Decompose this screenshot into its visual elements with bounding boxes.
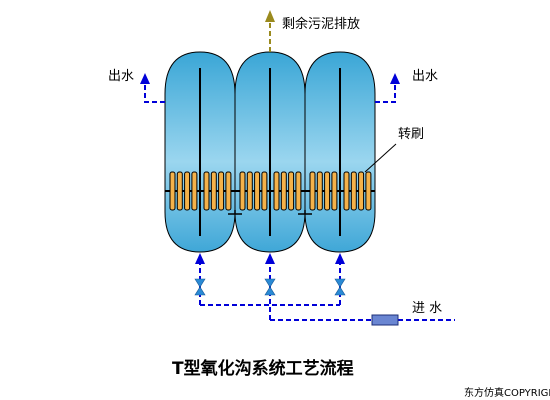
brush-bar bbox=[169, 171, 176, 211]
brush-bar bbox=[273, 171, 280, 211]
weir-right bbox=[298, 210, 312, 215]
brush-bar bbox=[295, 171, 302, 211]
brush-bar bbox=[254, 171, 261, 211]
brush-bar bbox=[331, 171, 338, 211]
arrow-up-icon bbox=[335, 253, 345, 264]
brush-bar bbox=[309, 171, 316, 211]
brush-bar bbox=[324, 171, 331, 211]
diagram-title: T型氧化沟系统工艺流程 bbox=[172, 358, 354, 379]
brush-bar bbox=[239, 171, 246, 211]
copyright-credit: 东方仿真COPYRIGHT bbox=[464, 386, 550, 399]
outlet-left-label: 出水 bbox=[108, 69, 134, 84]
brush-leader-line bbox=[364, 143, 397, 173]
outlet-left-pipe bbox=[140, 73, 165, 103]
brush-bar bbox=[350, 171, 357, 211]
sludge-discharge-label: 剩余污泥排放 bbox=[282, 16, 360, 32]
brush-aerators bbox=[165, 171, 375, 211]
brush-bar bbox=[184, 171, 191, 211]
brush-bar bbox=[316, 171, 323, 211]
weir-left bbox=[228, 210, 242, 215]
brush-bar bbox=[343, 171, 350, 211]
bowtie-valve-icon[interactable] bbox=[194, 278, 206, 296]
arrow-up-icon bbox=[140, 73, 150, 84]
inlet-label: 进 水 bbox=[412, 301, 442, 316]
brush-bar bbox=[176, 171, 183, 211]
bowtie-valve-icon[interactable] bbox=[264, 278, 276, 296]
outlet-right-label: 出水 bbox=[412, 69, 438, 84]
arrow-up-icon bbox=[390, 73, 400, 84]
brush-bar bbox=[246, 171, 253, 211]
brush-bar bbox=[218, 171, 225, 211]
arrow-up-icon bbox=[265, 253, 275, 264]
brush-bar bbox=[261, 171, 268, 211]
brush-bar bbox=[358, 171, 365, 211]
brush-bar bbox=[280, 171, 287, 211]
brush-bar bbox=[225, 171, 232, 211]
bowtie-valve-icon[interactable] bbox=[334, 278, 346, 296]
pump-icon[interactable] bbox=[371, 314, 399, 326]
arrow-up-icon bbox=[195, 253, 205, 264]
sludge-arrow-icon bbox=[265, 10, 275, 52]
brush-bar bbox=[210, 171, 217, 211]
ditch-tanks bbox=[164, 51, 376, 253]
inlet-piping bbox=[195, 253, 455, 321]
brush-bar bbox=[365, 171, 372, 211]
brush-label: 转刷 bbox=[398, 127, 424, 142]
outlet-right-pipe bbox=[375, 73, 400, 103]
brush-bar bbox=[191, 171, 198, 211]
brush-bar bbox=[288, 171, 295, 211]
brush-bar bbox=[203, 171, 210, 211]
